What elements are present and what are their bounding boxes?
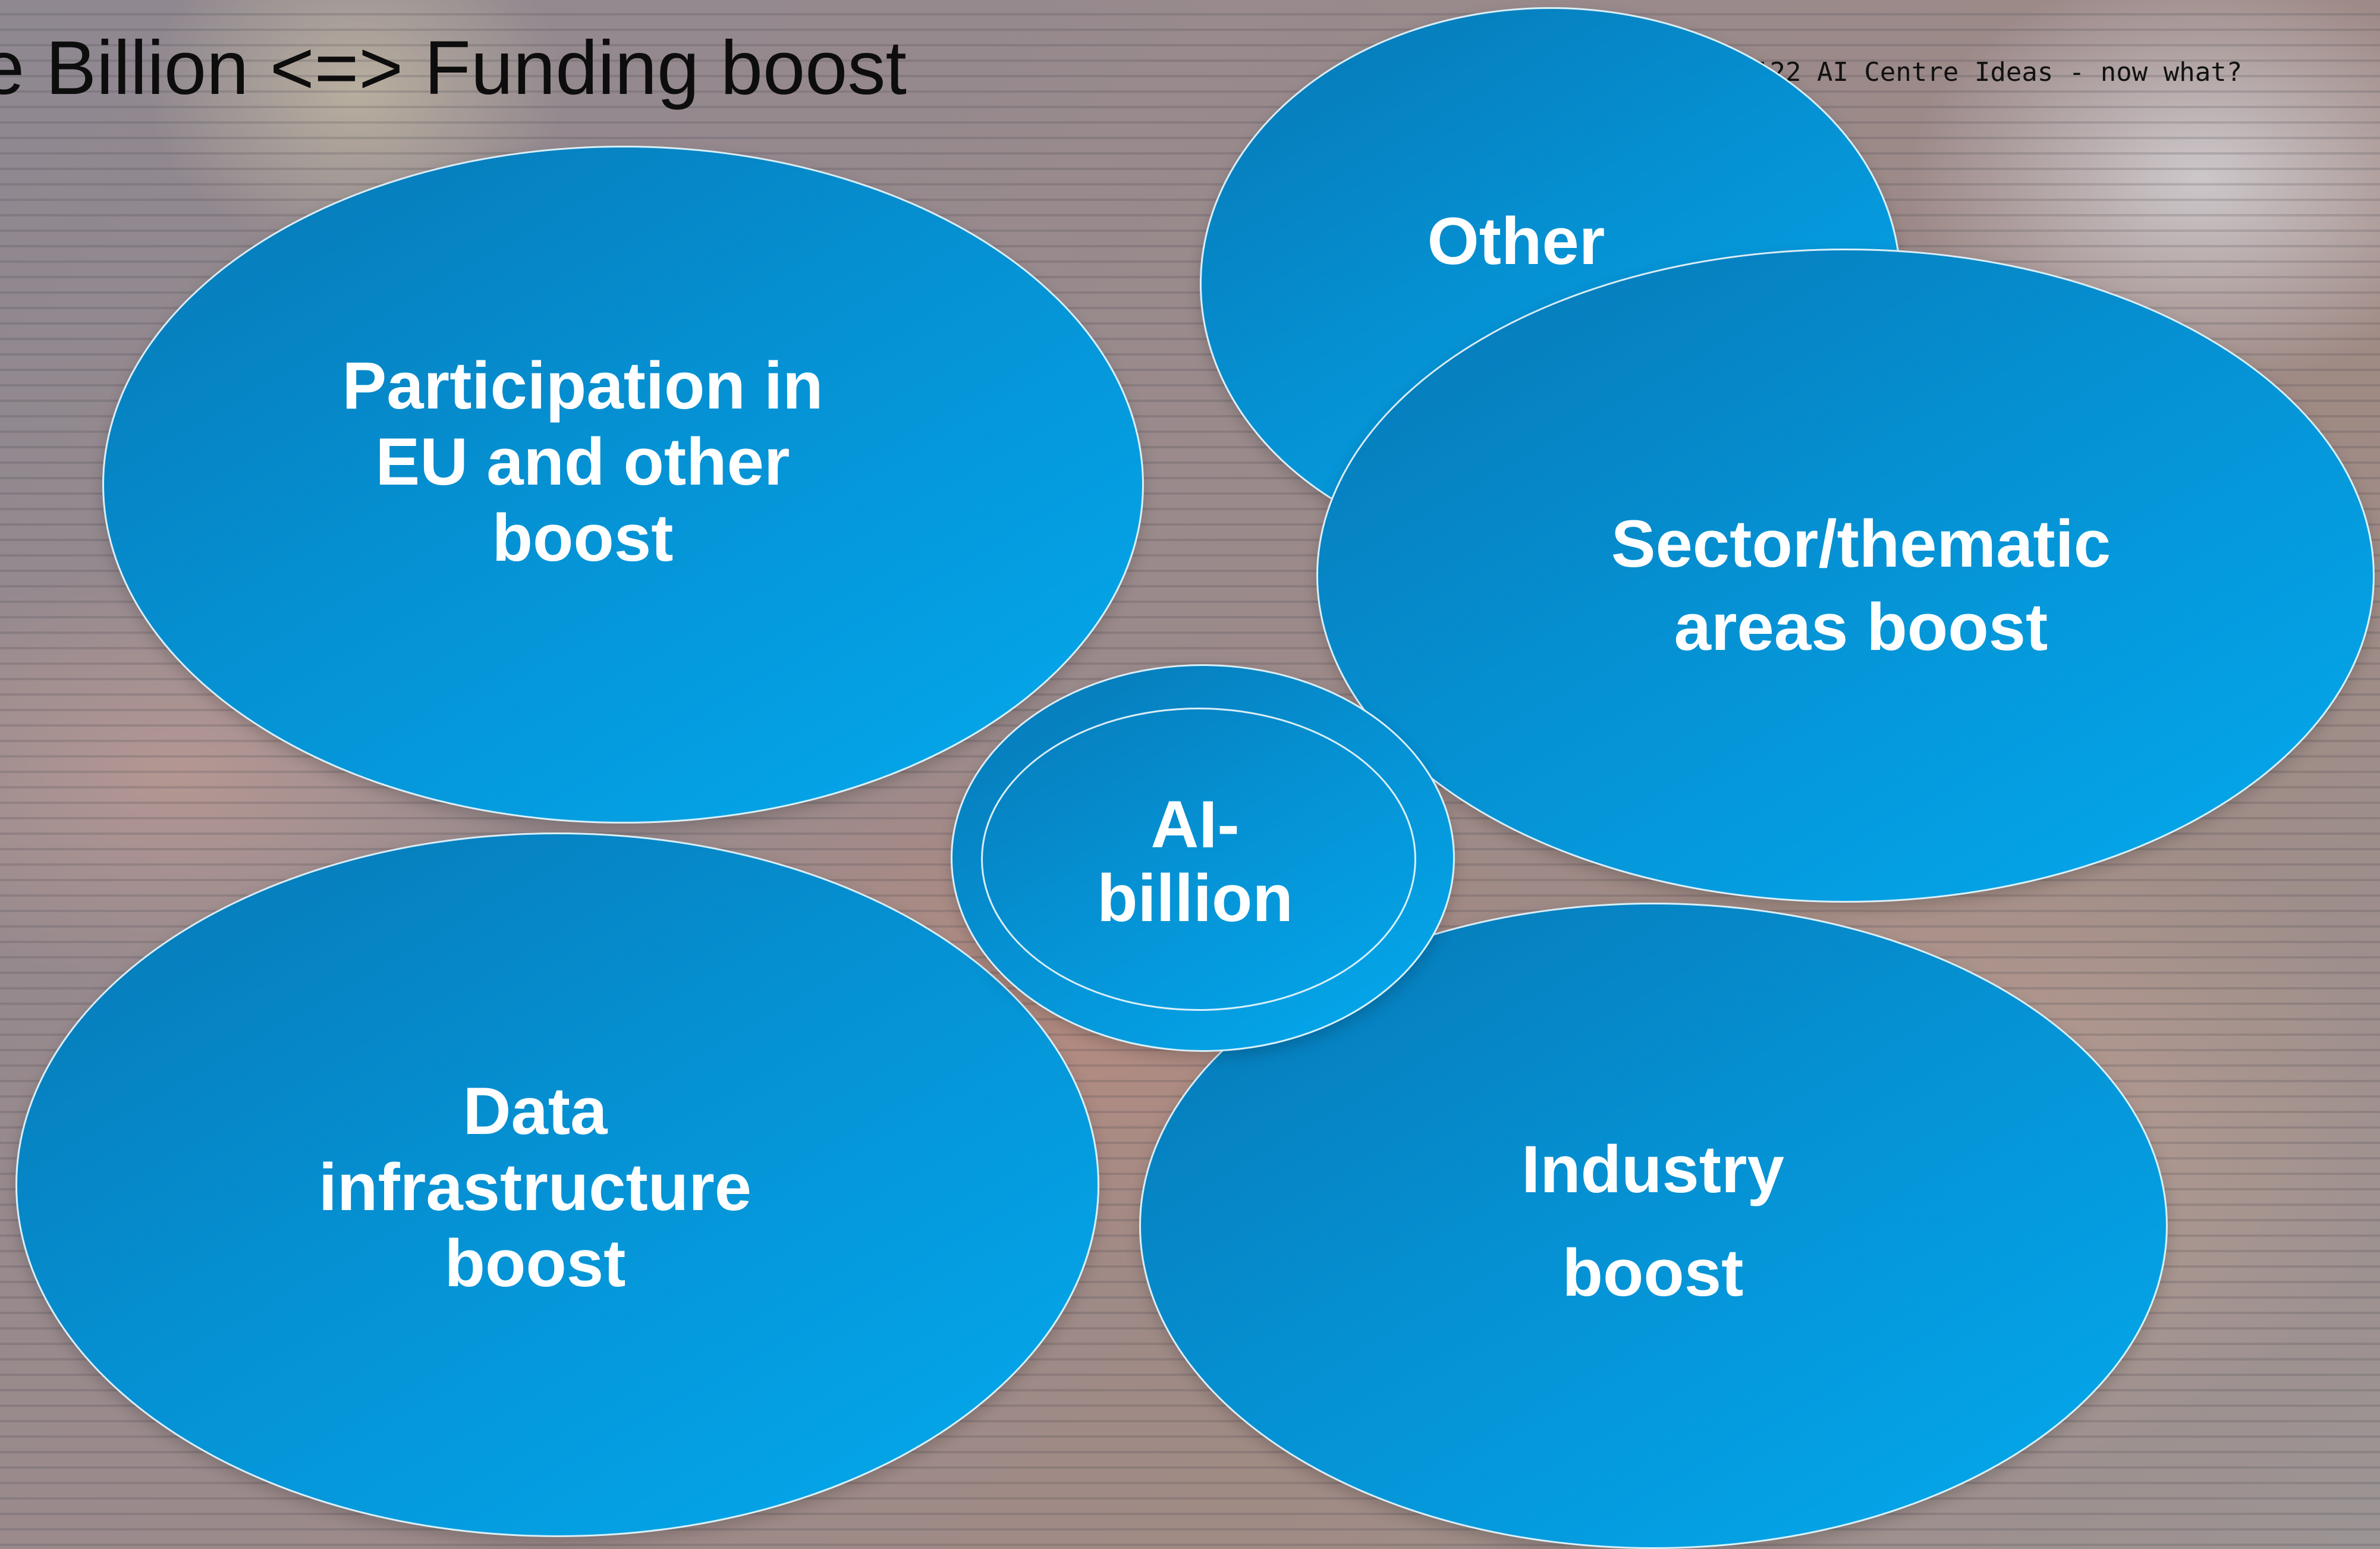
node-data-line2: infrastructure [318, 1150, 752, 1224]
node-data [15, 832, 1099, 1537]
node-industry-line2: boost [1562, 1236, 1744, 1310]
node-sector [1316, 249, 2375, 903]
node-center-label: AI- billion [1046, 788, 1344, 935]
node-center-line1: AI- [1150, 787, 1240, 862]
slide-title: e Billion <=> Funding boost [0, 26, 907, 111]
node-sector-label: Sector/thematic areas boost [1576, 502, 2146, 669]
node-participation-line3: boost [492, 501, 674, 575]
node-data-label: Data infrastructure boost [238, 1073, 832, 1302]
slide-subtitle: 122 AI Centre Ideas - now what? [1754, 57, 2243, 87]
node-participation [102, 146, 1144, 824]
node-industry-line1: Industry [1521, 1132, 1784, 1206]
node-industry-label: Industry boost [1415, 1118, 1891, 1325]
node-center-line2: billion [1097, 861, 1293, 935]
node-other-label: Other [1308, 208, 1724, 275]
node-sector-line1: Sector/thematic [1611, 507, 2111, 581]
node-data-line3: boost [444, 1226, 626, 1300]
node-participation-line1: Participation in [342, 348, 823, 423]
node-sector-line2: areas boost [1674, 590, 2048, 664]
node-data-line1: Data [463, 1074, 608, 1148]
node-center-ring [981, 708, 1416, 1011]
node-participation-line2: EU and other [375, 425, 790, 499]
node-other-line1: Other [1427, 204, 1605, 278]
node-participation-label: Participation in EU and other boost [285, 348, 880, 576]
